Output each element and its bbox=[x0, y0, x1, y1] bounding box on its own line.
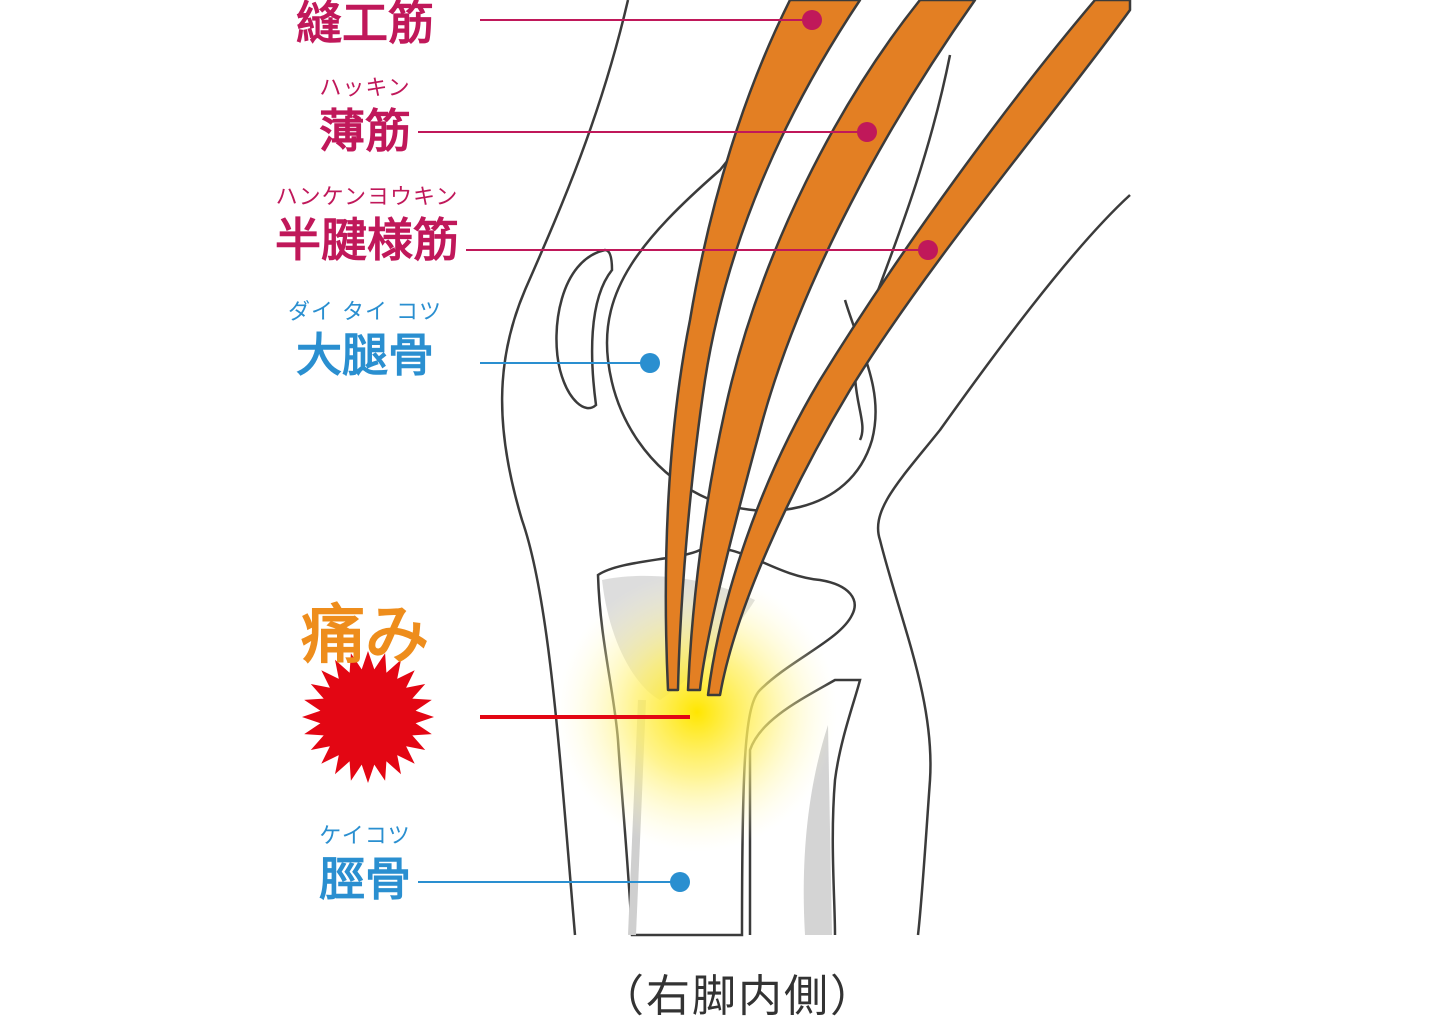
sartorius-name: 縫工筋 bbox=[296, 0, 434, 50]
label-semitendinosus: ハンケンヨウキン 半腱様筋 bbox=[262, 185, 472, 267]
semitendinosus-muscle bbox=[706, 0, 1132, 697]
view-caption: （右脚内側） bbox=[600, 971, 876, 1022]
label-pain: 痛み bbox=[280, 584, 450, 676]
sartorius-muscle bbox=[664, 0, 862, 692]
patella bbox=[555, 248, 614, 410]
tibia-name: 脛骨 bbox=[319, 852, 411, 906]
label-sartorius: 縫工筋 bbox=[290, 0, 440, 46]
gracilis-ruby: ハッキン bbox=[319, 76, 411, 101]
semitendinosus-ruby: ハンケンヨウキン bbox=[275, 185, 459, 210]
gracilis-name: 薄筋 bbox=[319, 104, 411, 158]
label-tibia: ケイコツ 脛骨 bbox=[300, 824, 430, 906]
bone-pointers bbox=[418, 353, 690, 892]
gracilis-muscle bbox=[686, 0, 977, 692]
pain-name: 痛み bbox=[301, 599, 429, 673]
pain-glow bbox=[557, 572, 837, 852]
femur-ruby: ダイ タイ コツ bbox=[288, 300, 442, 325]
semitendinosus-name: 半腱様筋 bbox=[275, 213, 459, 267]
femur-name: 大腿骨 bbox=[296, 328, 434, 382]
label-femur: ダイ タイ コツ 大腿骨 bbox=[280, 300, 450, 382]
muscle-pointers bbox=[418, 10, 938, 260]
muscles bbox=[664, 0, 1132, 697]
label-gracilis: ハッキン 薄筋 bbox=[300, 76, 430, 158]
tibia-ruby: ケイコツ bbox=[319, 824, 411, 849]
knee-anatomy-diagram bbox=[302, 0, 1132, 937]
pain-burst-icon bbox=[302, 651, 434, 783]
